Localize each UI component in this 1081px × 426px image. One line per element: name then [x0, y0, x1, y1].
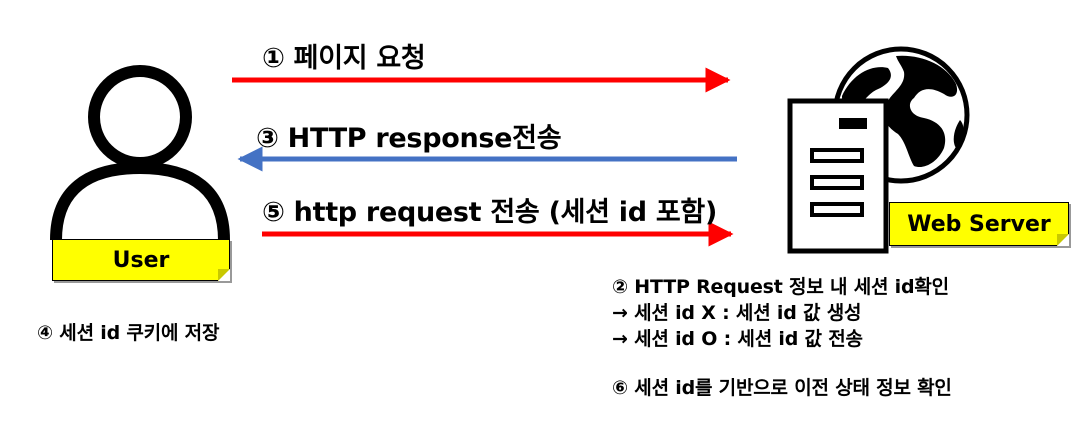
- step-3-label: ③ HTTP response전송: [256, 123, 562, 154]
- step-2-line-1: ② HTTP Request 정보 내 세션 id확인: [612, 276, 949, 298]
- step-5-label: ⑤ http request 전송 (세션 id 포함): [262, 197, 717, 228]
- web-server-label-text: Web Server: [907, 211, 1051, 237]
- person-icon: [50, 65, 230, 241]
- user-label: User: [52, 239, 230, 281]
- step-6-label: ⑥ 세션 id를 기반으로 이전 상태 정보 확인: [612, 377, 952, 399]
- server-icon: [787, 98, 889, 254]
- step-1-label: ① 페이지 요청: [262, 43, 426, 74]
- step-2-line-2: → 세션 id X : 세션 id 값 생성: [612, 302, 862, 324]
- step-2-block: ② HTTP Request 정보 내 세션 id확인 → 세션 id X : …: [612, 274, 949, 352]
- user-label-text: User: [112, 247, 170, 273]
- step-2-line-3: → 세션 id O : 세션 id 값 전송: [612, 328, 863, 350]
- web-server-label: Web Server: [889, 202, 1069, 246]
- step-4-label: ④ 세션 id 쿠키에 저장: [37, 322, 220, 344]
